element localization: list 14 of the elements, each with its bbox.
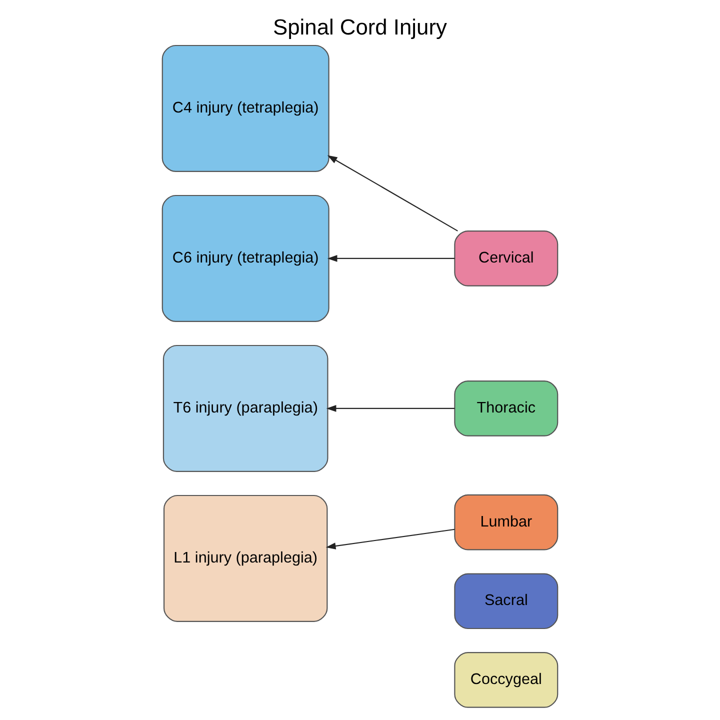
node-box: Cervical — [454, 230, 558, 286]
arrow — [327, 155, 458, 232]
node-box: Coccygeal — [454, 652, 558, 708]
node-box: T6 injury (paraplegia) — [162, 344, 328, 472]
arrow — [327, 255, 455, 262]
node-box: C4 injury (tetraplegia) — [162, 44, 330, 172]
node-box: Thoracic — [454, 380, 558, 436]
arrow — [326, 405, 455, 412]
diagram-title: Spinal Cord Injury — [273, 14, 447, 40]
node-box: Sacral — [454, 573, 558, 630]
node-box: Lumbar — [454, 494, 558, 550]
node-box: L1 injury (paraplegia) — [163, 494, 328, 622]
node-box: C6 injury (tetraplegia) — [162, 194, 330, 322]
arrow — [326, 528, 455, 550]
